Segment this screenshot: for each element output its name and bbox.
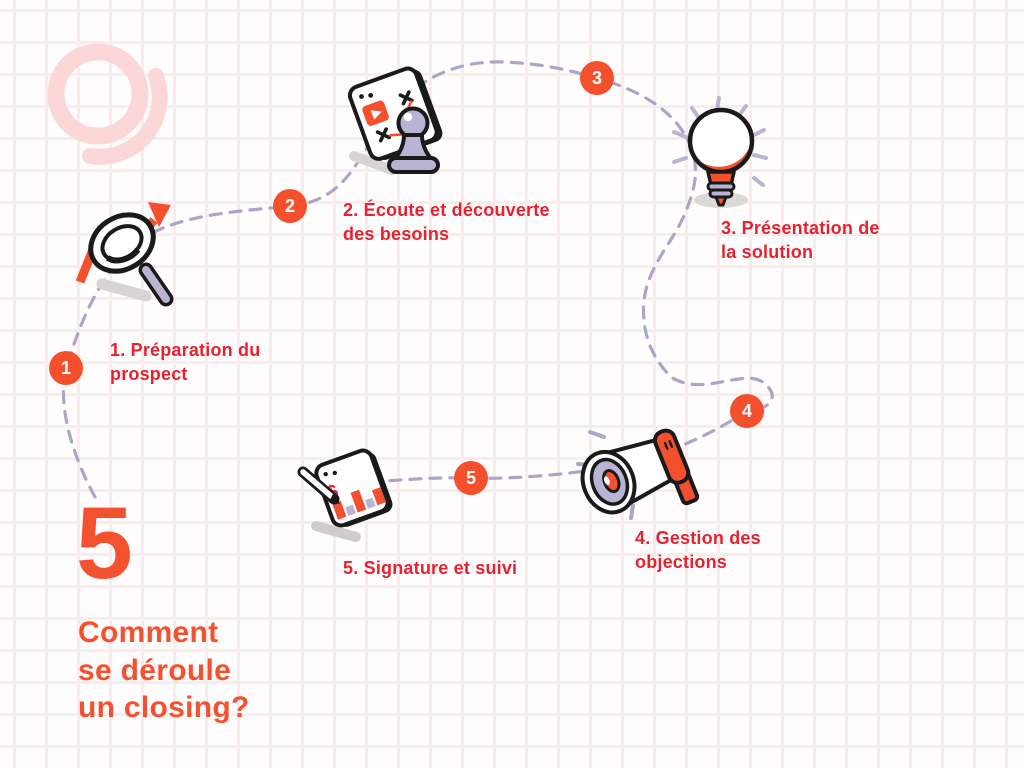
magnifier-trend-icon [75, 202, 174, 307]
lightbulb-icon [672, 96, 768, 208]
step-2-label-line-2: des besoins [343, 224, 450, 245]
step-3-label-line-1: 3. Présentation de [721, 218, 880, 238]
big-step-count: 5 [76, 486, 133, 600]
page-title: Comment se déroule un closing? [78, 614, 250, 727]
page-title-line-1: Comment [78, 616, 219, 649]
step-badge-1: 1 [49, 351, 83, 385]
step-5-label: 5. Signature et suivi [343, 556, 517, 580]
page-title-line-3: un closing? [78, 691, 250, 724]
step-2-label: 2. Écoute et découverte des besoins [343, 198, 550, 247]
step-3-label-line-2: la solution [721, 242, 814, 263]
megaphone-icon [576, 428, 700, 520]
page-title-line-2: se déroule [78, 653, 232, 687]
step-badge-5: 5 [454, 461, 488, 495]
step-badge-2: 2 [273, 189, 307, 223]
step-3-label: 3. Présentation de la solution [721, 216, 880, 265]
step-1-label-line-1: 1. Préparation du [110, 340, 261, 360]
step-4-label-line-2: objections [635, 552, 728, 573]
step-1-label-line-2: prospect [110, 364, 188, 385]
step-4-label: 4. Gestion des objections [635, 526, 761, 575]
brand-ring-logo [47, 43, 168, 165]
step-5-label-line-1: 5. Signature et suivi [343, 558, 518, 578]
signature-chart-icon: $ [297, 448, 393, 542]
step-badge-4: 4 [730, 394, 764, 428]
step-4-label-line-1: 4. Gestion des [635, 528, 761, 548]
step-1-label: 1. Préparation du prospect [110, 338, 260, 387]
step-badge-3: 3 [580, 61, 614, 95]
browser-pawn-icon [347, 66, 443, 175]
step-2-label-line-1: 2. Écoute et découverte [343, 200, 550, 220]
